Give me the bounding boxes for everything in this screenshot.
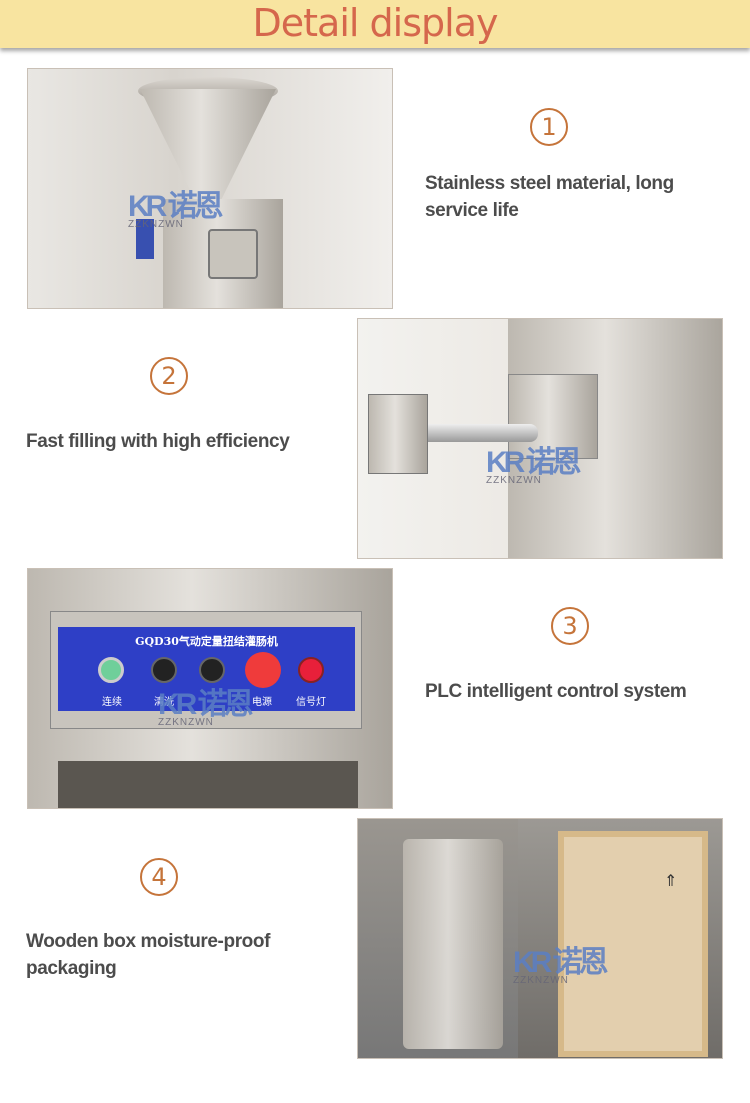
panel-label: 电源	[252, 697, 272, 708]
emergency-stop-button	[245, 652, 281, 688]
feature-text-1: Stainless steel material, long service l…	[425, 173, 674, 221]
panel-label: 清洗	[154, 697, 174, 708]
page-title: Detail display	[252, 1, 499, 45]
feature-number-4: 4	[140, 858, 178, 896]
signal-light	[298, 657, 324, 683]
power-knob	[199, 657, 225, 683]
continuous-button	[98, 657, 124, 683]
feature-number-2: 2	[150, 357, 188, 395]
feature-number-3: 3	[551, 607, 589, 645]
wash-knob	[151, 657, 177, 683]
feature-text-2: Fast filling with high efficiency	[26, 431, 290, 452]
feature-text-3: PLC intelligent control system	[425, 681, 687, 702]
panel-label: 信号灯	[296, 697, 326, 708]
section-header: Detail display	[0, 0, 750, 48]
panel-label: 连续	[102, 697, 122, 708]
feature-number-1: 1	[530, 108, 568, 146]
feature-text-4: Wooden box moisture-proof packaging	[26, 931, 271, 979]
panel-title: GQD30气动定量扭结灌肠机	[135, 635, 278, 648]
